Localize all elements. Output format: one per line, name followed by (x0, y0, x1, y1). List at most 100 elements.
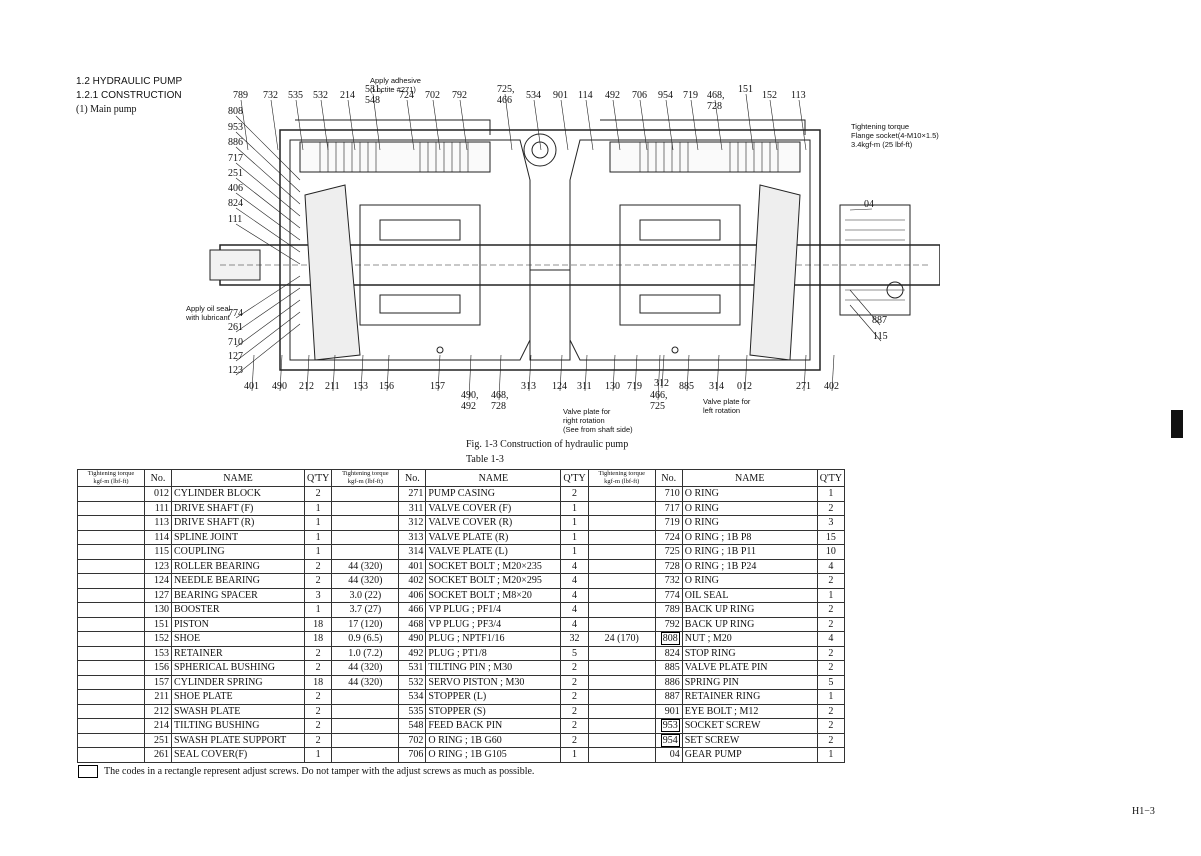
table-cell (587, 587, 656, 603)
leader-line (406, 99, 415, 151)
cell-text: 2 (315, 734, 321, 746)
table-cell (331, 747, 400, 763)
table-cell (331, 732, 400, 748)
cell-text: 5 (828, 676, 834, 688)
table-cell: 261 (144, 747, 172, 763)
table-cell: 2 (560, 703, 589, 719)
cell-text: DRIVE SHAFT (F) (174, 502, 254, 514)
table-cell: 710 (654, 486, 683, 502)
table-cell: SHOE PLATE (171, 689, 305, 705)
table-cell: O RING (681, 500, 818, 516)
table-cell: VP PLUG ; PF1/4 (425, 602, 562, 618)
cell-text: 4 (572, 575, 578, 587)
table-cell: 1 (816, 747, 846, 763)
cell-text: O RING (684, 575, 719, 587)
table-cell: 548 (398, 718, 427, 734)
table-cell: 151 (144, 616, 172, 632)
table-cell: 44 (320) (331, 573, 400, 589)
cell-text: SOCKET BOLT ; M8×20 (428, 589, 532, 601)
cell-text: 1 (315, 531, 321, 543)
cell-text: 724 (664, 531, 680, 543)
cell-text: 717 (664, 502, 680, 514)
callout-label: 115 (873, 331, 888, 342)
table-cell: 2 (816, 703, 846, 719)
table-cell: 535 (398, 703, 427, 719)
leader-line (657, 354, 661, 401)
cell-text: 2 (828, 734, 834, 746)
table-cell: 10 (816, 544, 846, 560)
table-cell (587, 573, 656, 589)
table-cell (77, 631, 145, 647)
table-caption: Table 1-3 (466, 454, 504, 465)
callout-label: 789 (233, 90, 248, 101)
callout-label: 710 (228, 337, 243, 348)
cell-text: 2 (572, 662, 578, 674)
table-cell: 2 (560, 674, 589, 690)
cell-text: 1 (572, 502, 578, 514)
cell-text: PUMP CASING (428, 488, 495, 500)
cell-text: 2 (828, 618, 834, 630)
callout-label: 901 (553, 90, 568, 101)
cell-text: 1 (572, 517, 578, 529)
leader-line (295, 99, 304, 151)
table-cell: 153 (144, 645, 172, 661)
cell-text: 3.0 (22) (349, 589, 382, 601)
table-cell: STOPPER (L) (425, 689, 562, 705)
callout-label: 468,728 (707, 90, 725, 112)
callout-label: 314 (709, 381, 724, 392)
table-cell: 4 (560, 587, 589, 603)
cell-text: SERVO PISTON ; M30 (428, 676, 525, 688)
table-cell: 2 (560, 486, 589, 502)
cell-text: 886 (664, 676, 680, 688)
callout-label: 111 (228, 214, 242, 225)
table-cell (587, 558, 656, 574)
table-cell: 706 (398, 747, 427, 763)
table-cell: 44 (320) (331, 674, 400, 690)
cell-text: 251 (154, 734, 169, 746)
table-cell: 1 (560, 544, 589, 560)
cell-text: TILTING BUSHING (174, 720, 260, 732)
leader-line (270, 99, 279, 151)
table-cell: 15 (816, 529, 846, 545)
callout-label: 406 (228, 183, 243, 194)
cell-text: 17 (120) (348, 618, 383, 630)
table-cell: O RING ; 1B G105 (425, 747, 562, 763)
callout-label: 312 (654, 378, 669, 389)
cell-text: O RING (684, 517, 719, 529)
cell-text: 1 (315, 546, 321, 558)
cell-text: 719 (664, 517, 680, 529)
table-cell: 4 (560, 558, 589, 574)
cell-text: 5 (572, 647, 578, 659)
cell-text: VALVE PLATE (R) (428, 531, 509, 543)
cell-text: 32 (569, 633, 580, 645)
cell-text: 18 (313, 633, 324, 645)
cell-text: 2 (828, 647, 834, 659)
table-cell: 401 (398, 558, 427, 574)
cell-text: 261 (154, 749, 169, 761)
table-cell (587, 616, 656, 632)
table-cell: VALVE COVER (R) (425, 515, 562, 531)
cell-text: 885 (664, 662, 680, 674)
callout-label: 887 (872, 315, 887, 326)
cell-text: 15 (825, 531, 836, 543)
table-cell (77, 689, 145, 705)
table-cell: 114 (144, 529, 172, 545)
cell-text: 313 (408, 531, 424, 543)
cell-text: VALVE PLATE (L) (428, 546, 508, 558)
leader-line (690, 99, 699, 151)
callout-label: 706 (632, 90, 647, 101)
callout-label: 534 (526, 90, 541, 101)
leader-line (798, 99, 807, 151)
table-cell: PLUG ; PT1/8 (425, 645, 562, 661)
callout-label: 719 (683, 90, 698, 101)
callout-label: 153 (353, 381, 368, 392)
table-cell: 824 (654, 645, 683, 661)
cell-text: VP PLUG ; PF3/4 (428, 618, 502, 630)
table-cell (587, 544, 656, 560)
cell-text: 2 (828, 502, 834, 514)
header-qty-2: Q'TY (560, 469, 589, 487)
table-cell: SOCKET BOLT ; M20×235 (425, 558, 562, 574)
cell-text: O RING (684, 488, 719, 500)
